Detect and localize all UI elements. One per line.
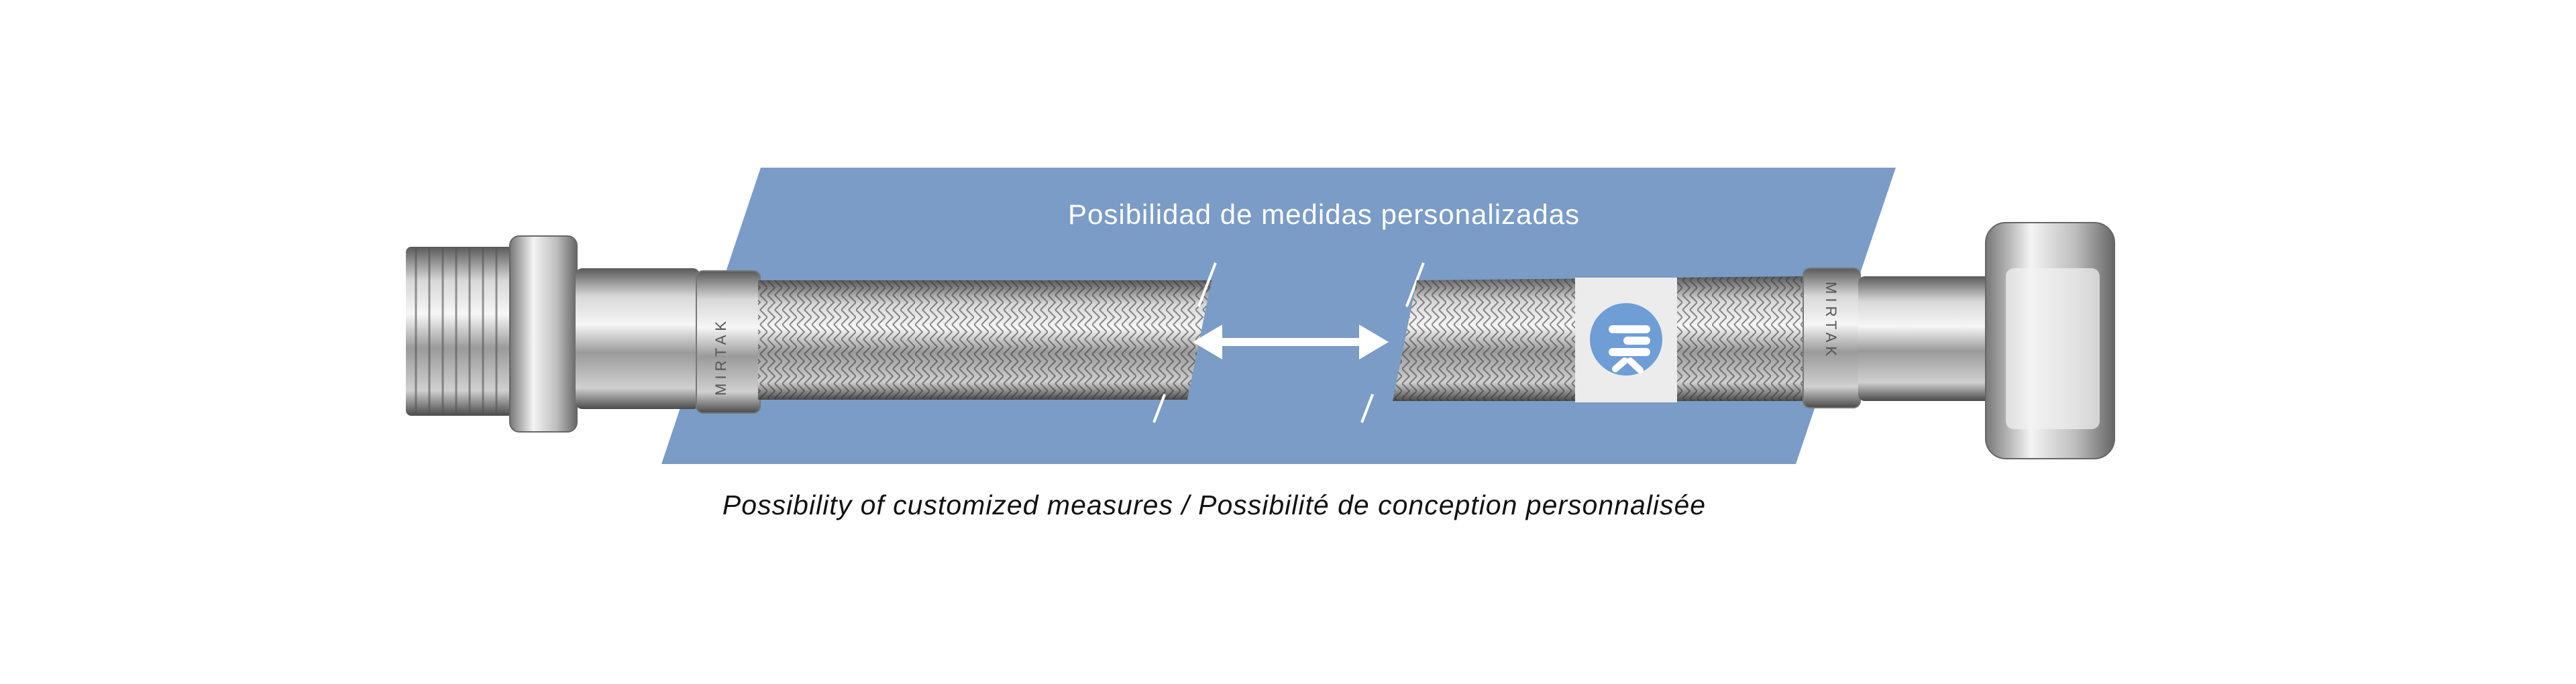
cut-line-left <box>1152 262 1217 423</box>
double-arrow-icon <box>1193 325 1389 359</box>
logo-label <box>1575 278 1677 402</box>
brand-marking-left: MIRTAK <box>712 317 729 396</box>
brand-marking-right: MIRTAK <box>1823 282 1839 360</box>
banner-title: Posibilidad de medidas personalizadas <box>1068 198 1580 230</box>
caption: Possibility of customized measures / Pos… <box>722 490 1707 520</box>
right-female-fitting: MIRTAK <box>1803 222 2115 459</box>
cut-line-right <box>1360 262 1425 423</box>
left-male-fitting: MIRTAK <box>406 235 761 433</box>
brand-logo-icon <box>1590 303 1662 376</box>
